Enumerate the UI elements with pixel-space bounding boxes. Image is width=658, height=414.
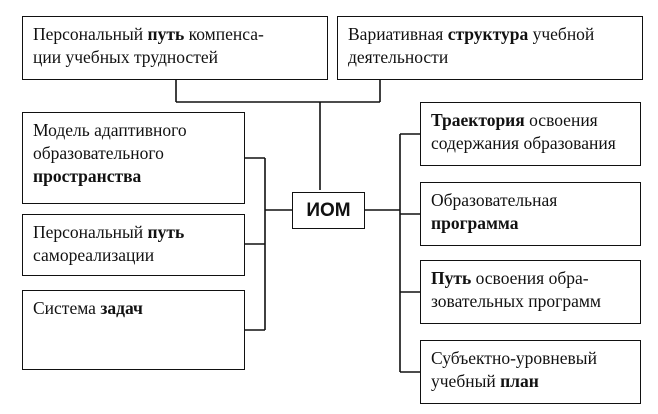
box-right-1: Траектория освоения содержания образовани…: [420, 102, 641, 166]
text: самореализации: [33, 245, 155, 265]
box-left-3: Система задач: [22, 290, 245, 370]
text: образовательного: [33, 143, 164, 163]
text: Субъектно-уровневый: [431, 348, 597, 368]
box-right-3: Путь освоения обра-зовательных программ: [420, 260, 641, 324]
text: Модель адаптивного: [33, 120, 187, 140]
bold-text: программа: [431, 213, 519, 233]
bold-text: Путь: [431, 268, 472, 288]
bold-text: план: [500, 371, 539, 391]
box-right-4: Субъектно-уровневый учебный план: [420, 340, 641, 404]
bold-text: Траектория: [431, 110, 525, 130]
box-right-2: Образовательная программа: [420, 182, 641, 246]
text: Персональный: [33, 222, 148, 242]
box-left-1: Модель адаптивного образовательного простр…: [22, 112, 245, 204]
bold-text: путь: [147, 222, 185, 242]
text: Образовательная: [431, 190, 558, 210]
text: ции учебных трудностей: [33, 47, 218, 67]
bold-text: пространства: [33, 166, 142, 186]
text: содержания образования: [431, 133, 616, 153]
text: зовательных программ: [431, 291, 601, 311]
center-node: ИОМ: [292, 192, 365, 229]
bold-text: путь: [147, 24, 185, 44]
text: учебной: [528, 24, 595, 44]
text: компенса-: [184, 24, 264, 44]
box-left-2: Персональный путь самореализации: [22, 214, 245, 276]
bold-text: структура: [447, 24, 529, 44]
bold-text: задач: [100, 298, 143, 318]
text: Персональный: [33, 24, 148, 44]
text: учебный: [431, 371, 501, 391]
box-top-2: Вариативная структура учебной деятельност…: [337, 16, 643, 80]
text: деятельности: [348, 47, 449, 67]
text: освоения обра-: [471, 268, 589, 288]
text: Система: [33, 298, 101, 318]
text: освоения: [524, 110, 598, 130]
text: Вариативная: [348, 24, 448, 44]
box-top-1: Персональный путь компенса-ции учебных т…: [22, 16, 328, 80]
